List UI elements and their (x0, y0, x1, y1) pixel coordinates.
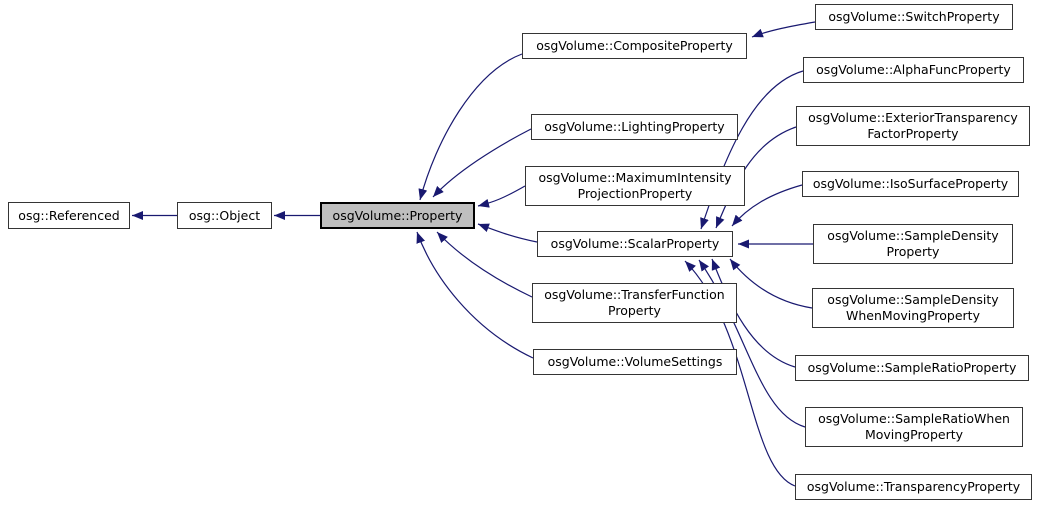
class-node-sample-density-when-moving-property[interactable]: osgVolume::SampleDensity WhenMovingPrope… (812, 288, 1014, 328)
class-node-transfer-function-property[interactable]: osgVolume::TransferFunction Property (532, 283, 737, 323)
edge-lighting-to-property (432, 128, 532, 198)
class-node-sample-ratio-when-moving-property[interactable]: osgVolume::SampleRatioWhen MovingPropert… (805, 407, 1023, 447)
edge-sampledensitywhenmoving-to-scalar (729, 258, 813, 309)
class-node-switch-property[interactable]: osgVolume::SwitchProperty (815, 4, 1013, 30)
edge-isosurface-to-scalar (731, 184, 803, 227)
class-node-iso-surface-property[interactable]: osgVolume::IsoSurfaceProperty (802, 171, 1019, 197)
edge-switch-to-composite (751, 21, 816, 38)
edge-volumesettings-to-property (416, 231, 534, 359)
class-node-alpha-func-property[interactable]: osgVolume::AlphaFuncProperty (803, 57, 1024, 83)
class-node-maximum-intensity-projection-property[interactable]: osgVolume::MaximumIntensity ProjectionPr… (525, 166, 745, 206)
class-node-volume-settings[interactable]: osgVolume::VolumeSettings (533, 349, 737, 375)
class-node-sample-density-property[interactable]: osgVolume::SampleDensity Property (813, 224, 1013, 264)
edge-composite-to-property (418, 53, 523, 201)
class-node-transparency-property[interactable]: osgVolume::TransparencyProperty (795, 474, 1032, 500)
class-node-composite-property[interactable]: osgVolume::CompositeProperty (522, 33, 747, 59)
class-node-osg-object[interactable]: osg::Object (177, 202, 272, 229)
edge-scalar-to-property (477, 223, 538, 243)
class-node-scalar-property[interactable]: osgVolume::ScalarProperty (537, 231, 733, 257)
edge-transferfunction-to-property (436, 231, 533, 298)
class-node-lighting-property[interactable]: osgVolume::LightingProperty (531, 114, 738, 140)
class-node-exterior-transparency-factor-property[interactable]: osgVolume::ExteriorTransparency FactorPr… (796, 106, 1030, 146)
class-node-sample-ratio-property[interactable]: osgVolume::SampleRatioProperty (795, 355, 1029, 381)
class-node-osg-referenced[interactable]: osg::Referenced (8, 202, 130, 229)
edge-sampleratio-to-scalar (711, 258, 796, 368)
edge-mip-to-property (477, 185, 526, 208)
class-node-property-current: osgVolume::Property (320, 202, 475, 229)
edge-exteriortransparencyfactor-to-scalar (715, 126, 797, 229)
